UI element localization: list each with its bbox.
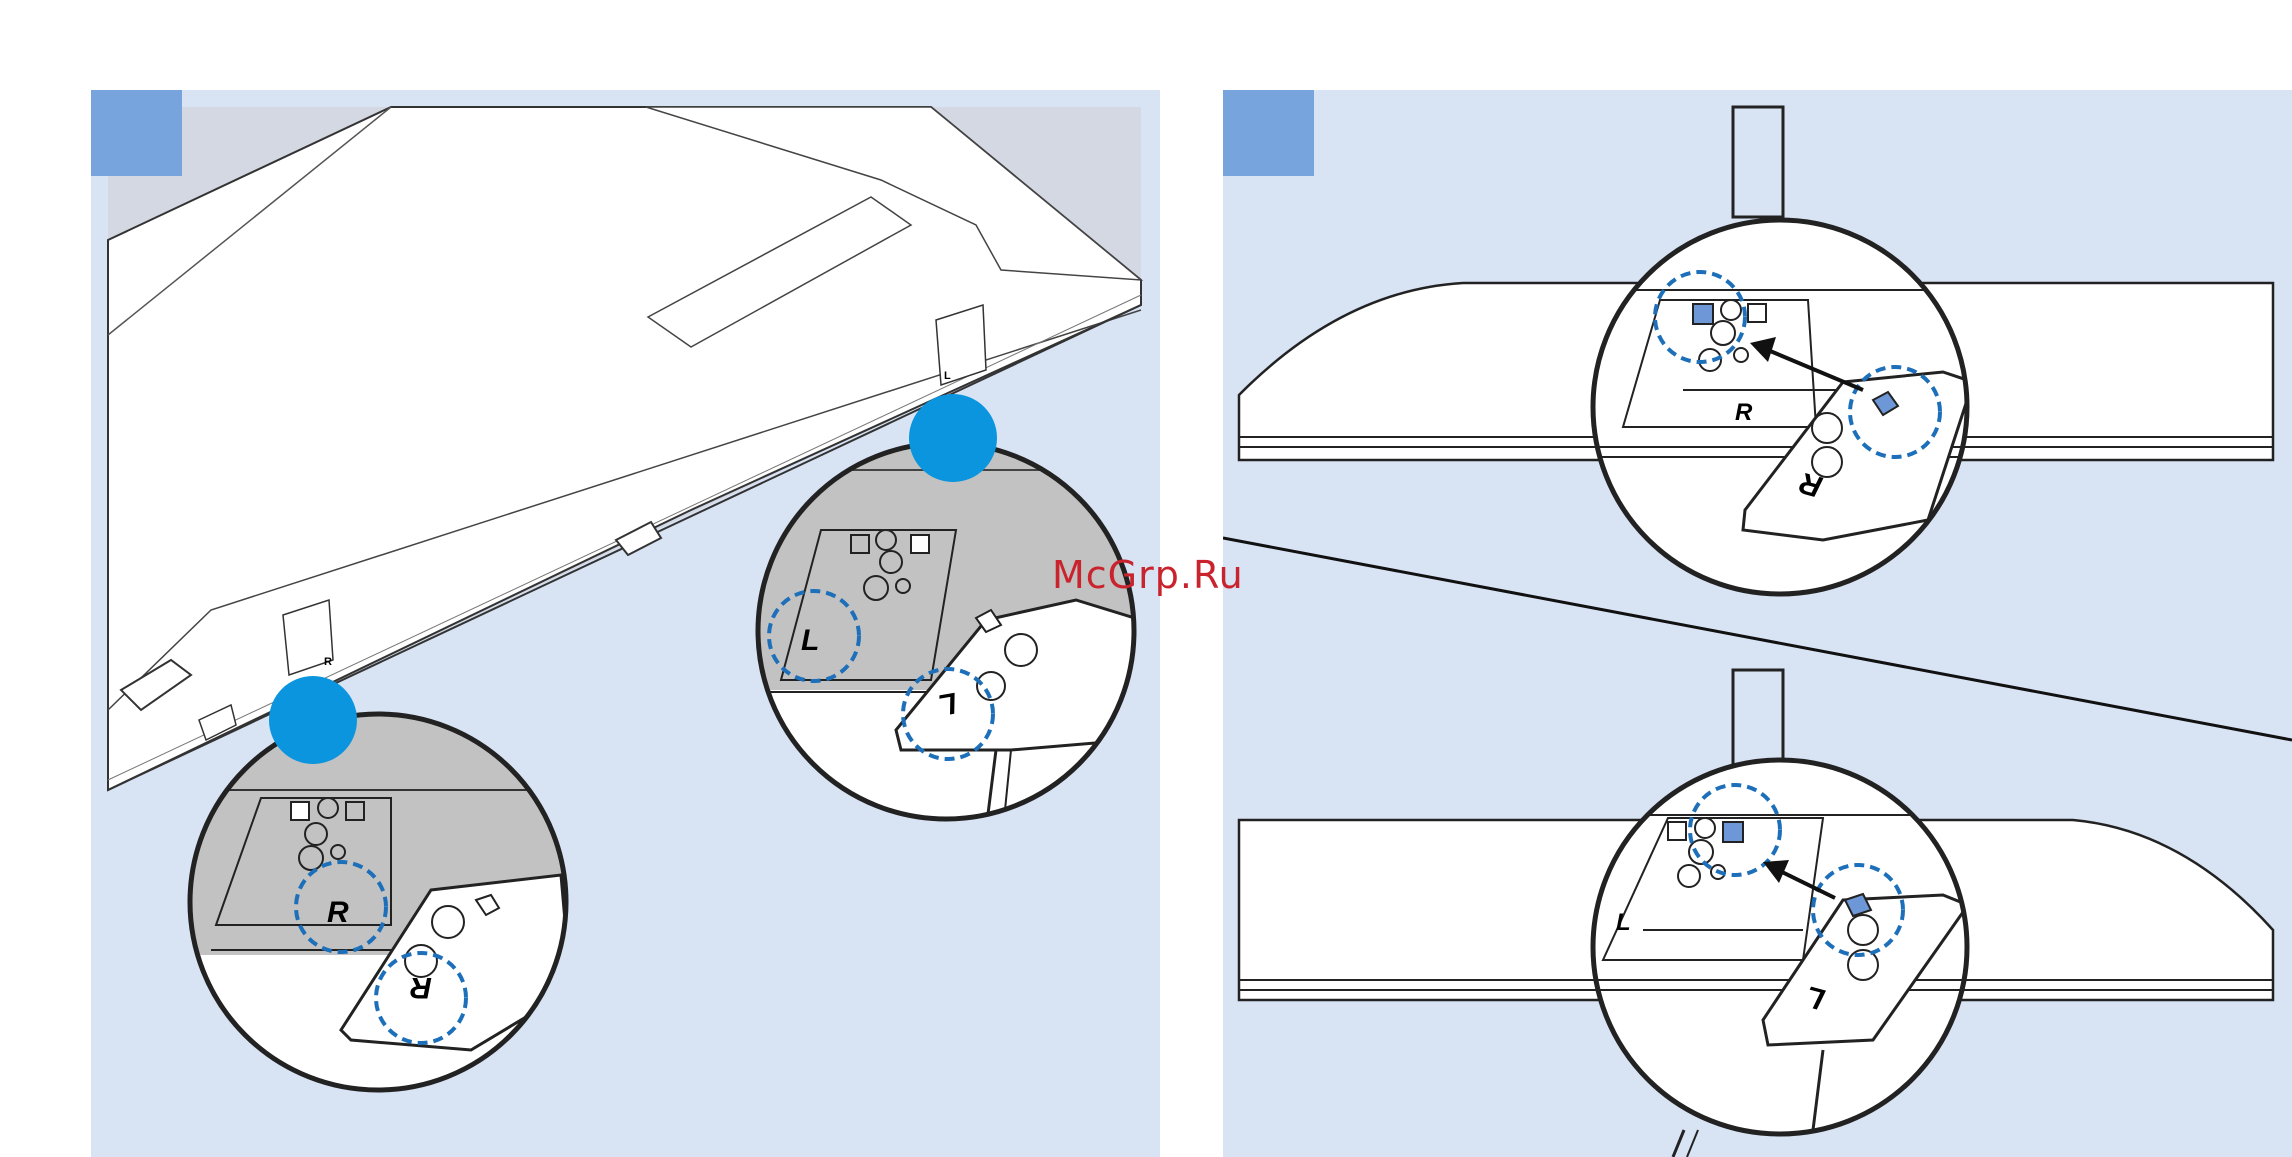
step-panel-left: R L [91, 90, 1160, 1157]
plate-label-r: R [327, 896, 349, 929]
detail-plate-label-r: R [1735, 399, 1753, 426]
step-panel-right: R R [1223, 90, 2292, 1157]
detail-left-magnifier: L L [1593, 760, 1973, 1134]
tv-stand-orientation-illustration: R L [91, 90, 1160, 1157]
callout-dot-left [909, 394, 997, 482]
watermark-text: McGrp.Ru [1052, 553, 1244, 597]
stand-attach-detail-illustration: R R [1223, 90, 2292, 1157]
callout-dot-right [269, 676, 357, 764]
tv-label-l: L [944, 370, 951, 382]
plate-label-l: L [801, 624, 819, 657]
step-number-badge [91, 90, 182, 176]
detail-plate-label-l: L [1616, 909, 1631, 936]
tv-label-r: R [324, 656, 332, 668]
stand-label-r: R [410, 971, 432, 1004]
step-number-badge-2 [1223, 90, 1314, 176]
